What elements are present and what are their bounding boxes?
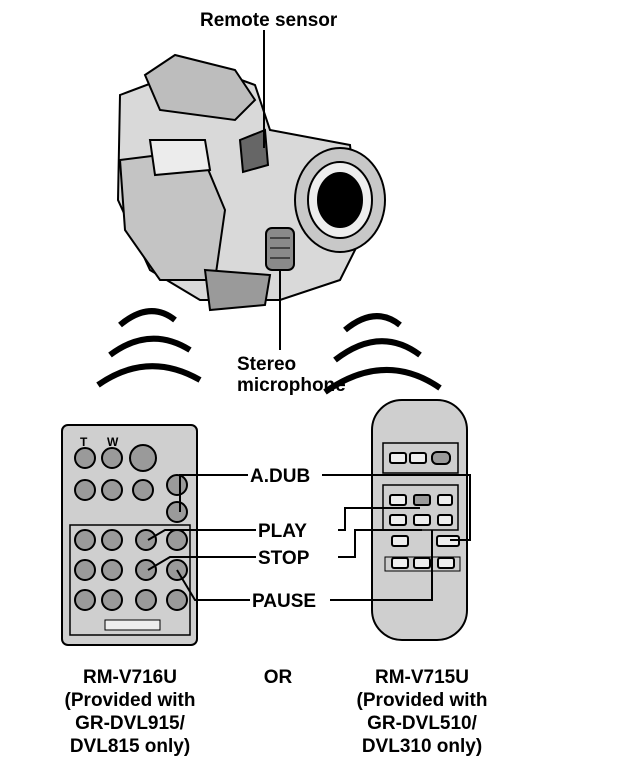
right-model-label: RM-V715U [375, 667, 469, 688]
remote-t-label: T [80, 435, 88, 449]
left-provided-label: (Provided with [65, 690, 196, 711]
right-models-line: GR-DVL510/ [367, 713, 478, 734]
remote-rm-v716u [62, 425, 197, 645]
right-only-line: DVL310 only) [362, 736, 482, 757]
caption-right: RM-V715U (Provided with GR-DVL510/ DVL31… [357, 667, 488, 757]
a-dub-label: A.DUB [250, 466, 310, 487]
signal-waves-left-icon [98, 311, 200, 385]
caption-left: RM-V716U (Provided with GR-DVL915/ DVL81… [65, 667, 196, 757]
pause-label: PAUSE [252, 591, 316, 612]
stop-label: STOP [258, 548, 310, 569]
remote-sensor-label: Remote sensor [200, 10, 338, 31]
play-label: PLAY [258, 521, 307, 542]
signal-waves-right-icon [325, 316, 440, 392]
or-label: OR [264, 667, 293, 688]
left-models-line: GR-DVL915/ [75, 713, 186, 734]
stereo-label: Stereo [237, 354, 296, 375]
remote-w-label: W [107, 435, 119, 449]
left-model-label: RM-V716U [83, 667, 177, 688]
left-only-line: DVL815 only) [70, 736, 190, 757]
camcorder-illustration [118, 55, 385, 310]
right-provided-label: (Provided with [357, 690, 488, 711]
remote-rm-v715u [372, 400, 467, 640]
